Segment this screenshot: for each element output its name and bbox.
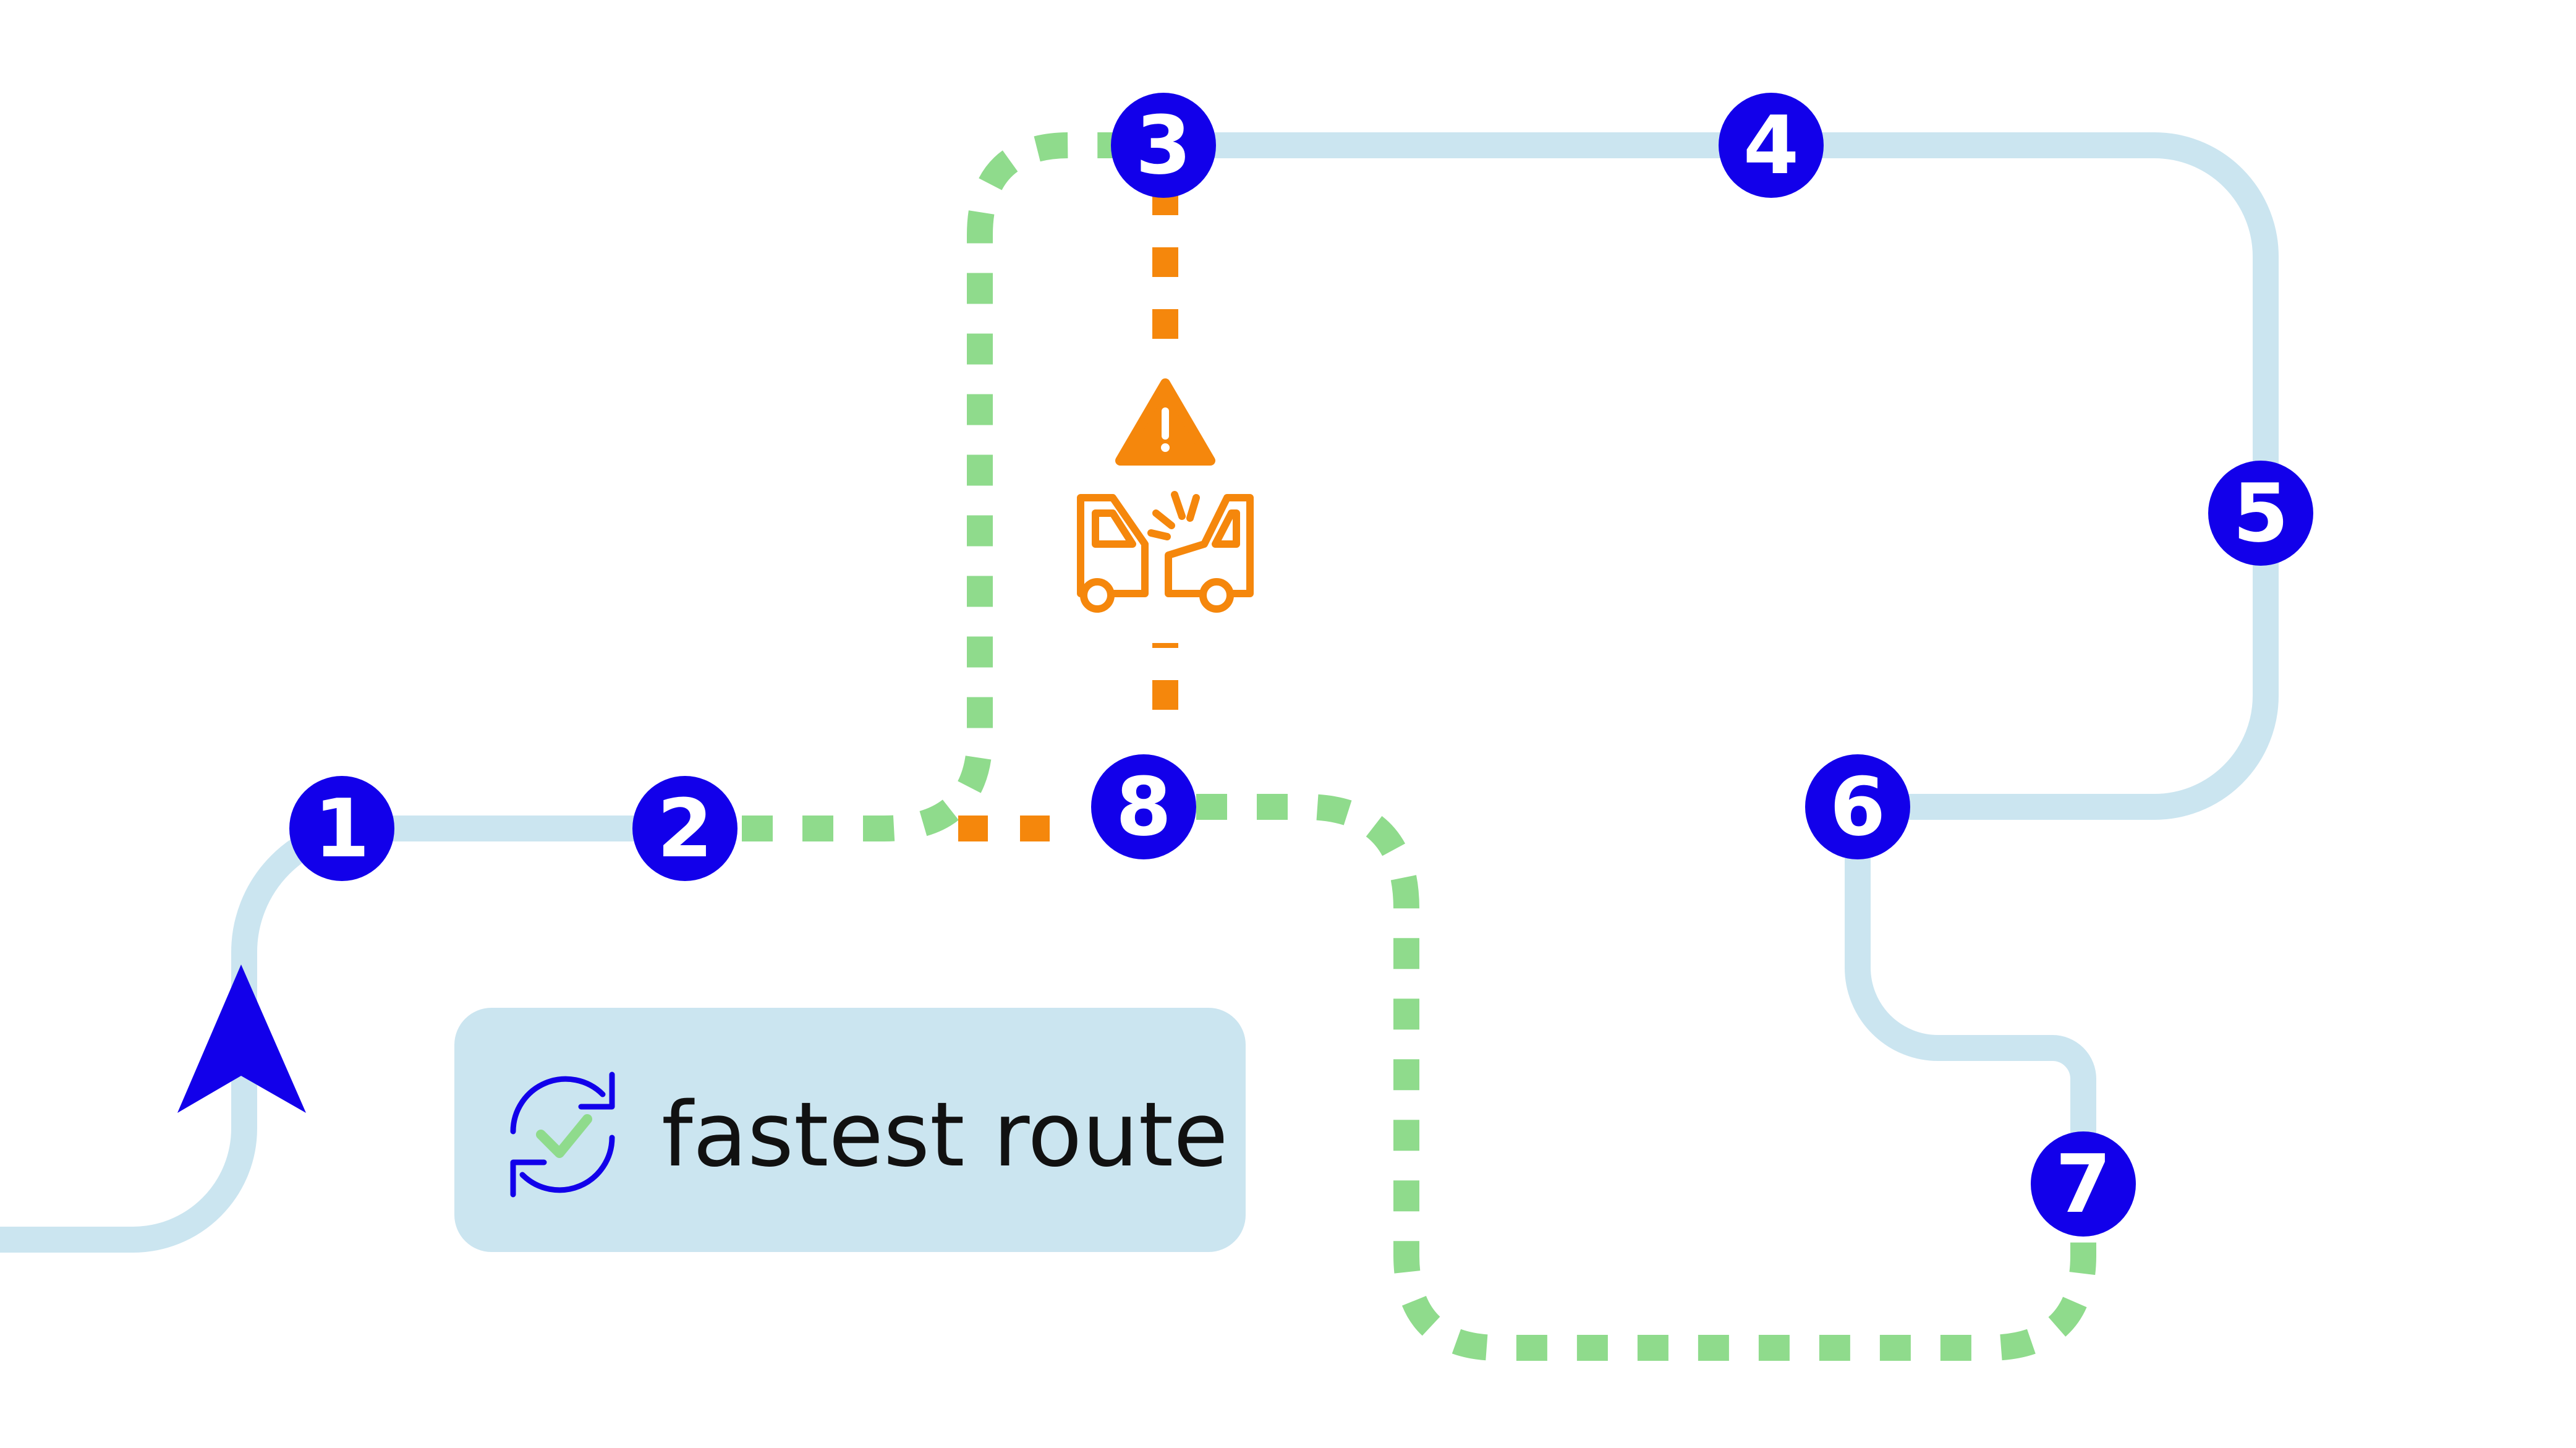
route-node-7: 7 xyxy=(2031,1131,2136,1237)
route-node-label: 6 xyxy=(1830,760,1885,854)
legend-label: fastest route xyxy=(661,1083,1228,1186)
route-node-label: 5 xyxy=(2233,466,2289,560)
car-collision-icon xyxy=(1077,491,1254,613)
route-node-1: 1 xyxy=(289,776,394,881)
route-node-5: 5 xyxy=(2208,461,2313,566)
route-node-6: 6 xyxy=(1805,754,1910,859)
route-node-label: 1 xyxy=(314,781,370,875)
navigation-arrow-icon xyxy=(177,965,306,1113)
route-node-8: 8 xyxy=(1091,754,1196,859)
route-node-4: 4 xyxy=(1719,93,1824,198)
route-node-label: 4 xyxy=(1743,98,1799,192)
route-node-label: 3 xyxy=(1136,98,1191,192)
main-route-path-lower xyxy=(1845,794,2096,1197)
route-node-label: 2 xyxy=(657,781,713,875)
detour-route-lower xyxy=(1196,794,2096,1361)
main-route-path-upper xyxy=(1152,132,2279,820)
legend-box: fastest route xyxy=(454,1008,1246,1252)
route-node-3: 3 xyxy=(1111,93,1216,198)
route-node-2: 2 xyxy=(632,776,738,881)
warning-triangle-icon xyxy=(1115,378,1215,466)
refresh-check-icon xyxy=(510,1071,615,1198)
detour-route-upper xyxy=(742,132,1165,841)
route-node-label: 8 xyxy=(1116,760,1171,854)
route-node-label: 7 xyxy=(2055,1137,2111,1231)
